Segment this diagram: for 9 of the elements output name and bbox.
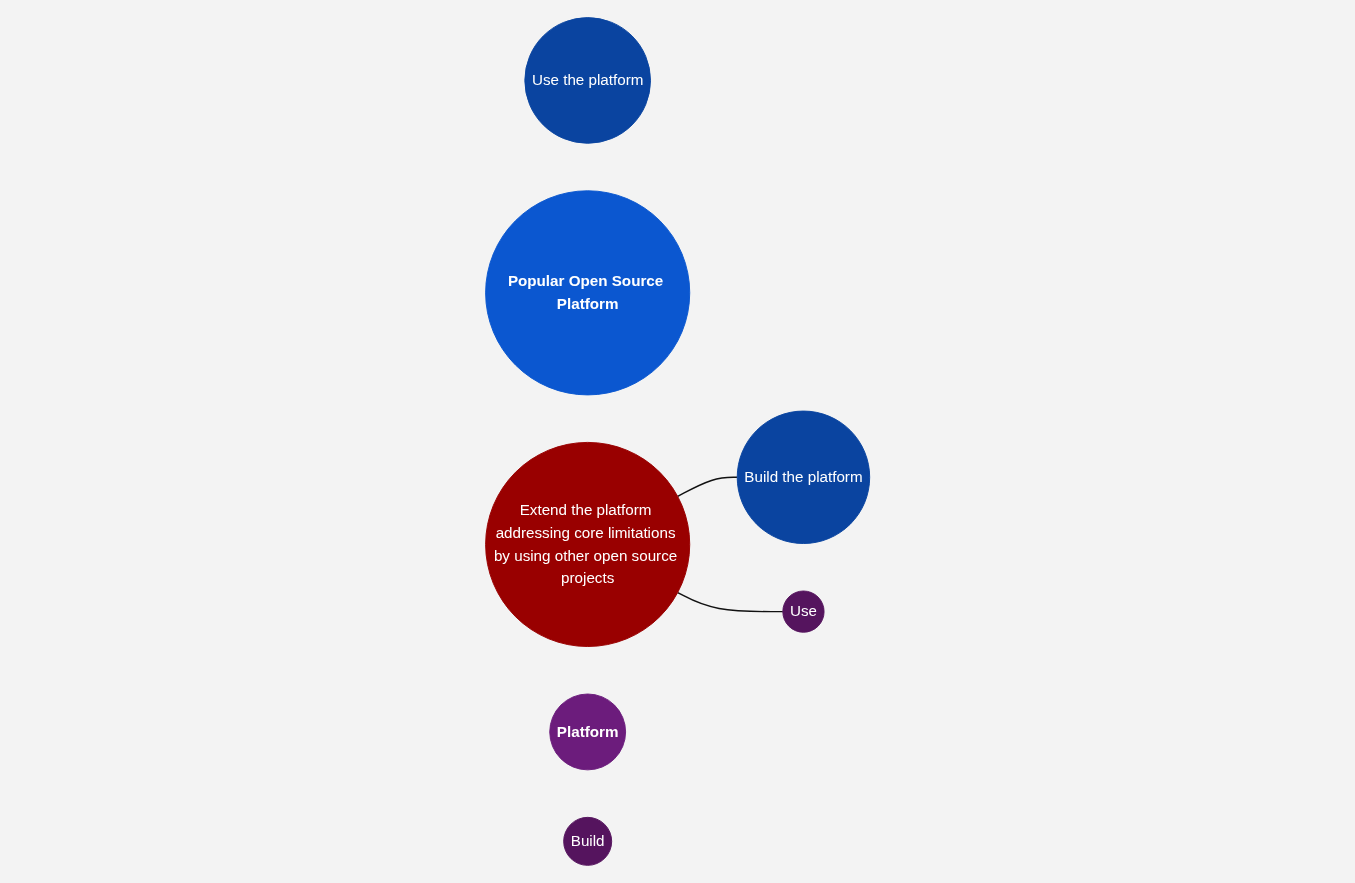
node-circle: Extend the platform addressing core limitations by using other open source projects bbox=[485, 441, 691, 648]
node-circle: Build bbox=[563, 816, 612, 866]
connector bbox=[676, 476, 738, 498]
node-circle: Platform bbox=[549, 693, 626, 771]
node-circle: Use the platform bbox=[524, 17, 651, 144]
connector bbox=[676, 591, 784, 613]
node-circle: Use bbox=[782, 590, 825, 633]
node-circle: Popular Open Source Platform bbox=[485, 190, 691, 396]
node-circle: Build the platform bbox=[736, 410, 870, 544]
